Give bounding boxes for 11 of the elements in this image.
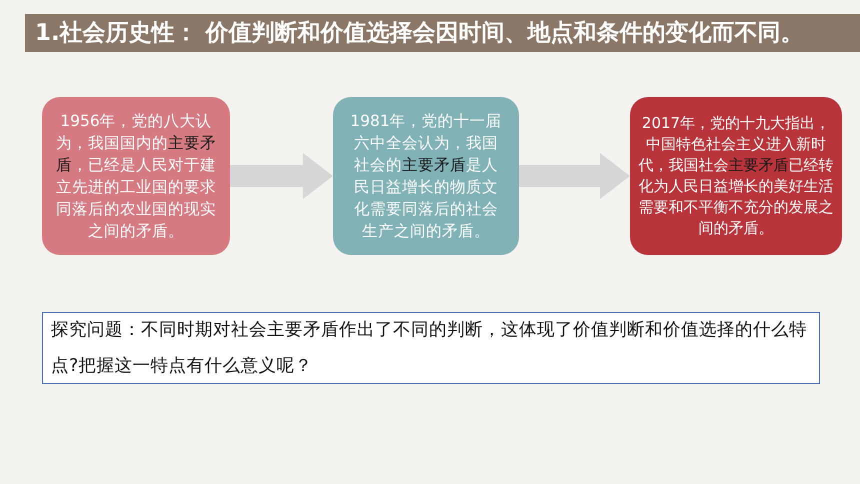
block-arrow [519, 153, 630, 199]
title-banner: 1.社会历史性： 价值判断和价值选择会因时间、地点和条件的变化而不同。 [25, 14, 860, 52]
process-box [333, 97, 519, 255]
process-box [630, 97, 842, 255]
box-text: 1981年，党的十一届六中全会认为，我国社会的主要矛盾是人民日益增长的物质文化需要同落后的社会生产之间的矛盾。 [349, 111, 503, 242]
box-text: 探究问题：不同时期对社会主要矛盾作出了不同的判断，这体现了价值判断和价值选择的什么特点?把握这一特点有什么意义呢？ [51, 319, 808, 378]
block-arrow [230, 153, 333, 199]
process-box [42, 97, 230, 255]
question-box [42, 312, 820, 384]
box-text: 1956年，党的八大认为，我国国内的主要矛盾，已经是人民对于建立先进的工业国的要求同落后的农业国的现实之间的矛盾。 [56, 111, 216, 242]
box-text: 2017年，党的十九大指出，中国特色社会主义进入新时代，我国社会主要矛盾已经转化为人民日益增长的美好生活需要和不平衡不充分的发展之间的矛盾。 [638, 113, 834, 239]
